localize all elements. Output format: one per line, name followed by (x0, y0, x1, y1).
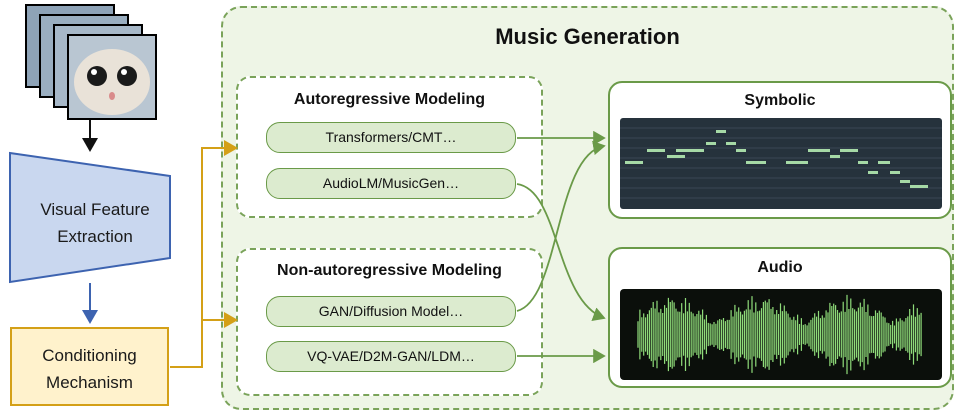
audio-output-title: Audio (757, 259, 803, 276)
model-transformers-cmt: Transformers/CMT… (266, 122, 516, 153)
model-gan-diffusion: GAN/Diffusion Model… (266, 296, 516, 327)
music-generation-title: Music Generation (495, 24, 680, 49)
symbolic-output-title: Symbolic (744, 92, 816, 109)
model-vqvae-d2mgan-ldm: VQ-VAE/D2M-GAN/LDM… (266, 341, 516, 372)
conditioning-line2: Mechanism (46, 373, 133, 392)
feature-extractor-line1: Visual Feature (40, 200, 150, 219)
conditioning-line1: Conditioning (42, 346, 137, 365)
arrow-conditioning-to-autoregressive (170, 140, 238, 368)
model-audiolm-musicgen: AudioLM/MusicGen… (266, 168, 516, 199)
arrow-gan-to-symbolic (516, 140, 606, 312)
piano-roll-image (620, 118, 942, 209)
video-frames-image (25, 4, 157, 120)
conditioning-mechanism-label: Conditioning Mechanism (10, 342, 169, 396)
arrow-audiolm-to-audio (516, 183, 606, 322)
feature-extractor-shape (9, 151, 171, 284)
audio-waveform-image (620, 289, 942, 380)
feature-extractor-label: Visual Feature Extraction (20, 196, 170, 250)
conditioning-mechanism-box (10, 327, 169, 406)
feature-extractor-line2: Extraction (57, 227, 133, 246)
autoregressive-title: Autoregressive Modeling (293, 91, 486, 108)
non-autoregressive-title: Non-autoregressive Modeling (277, 262, 502, 279)
